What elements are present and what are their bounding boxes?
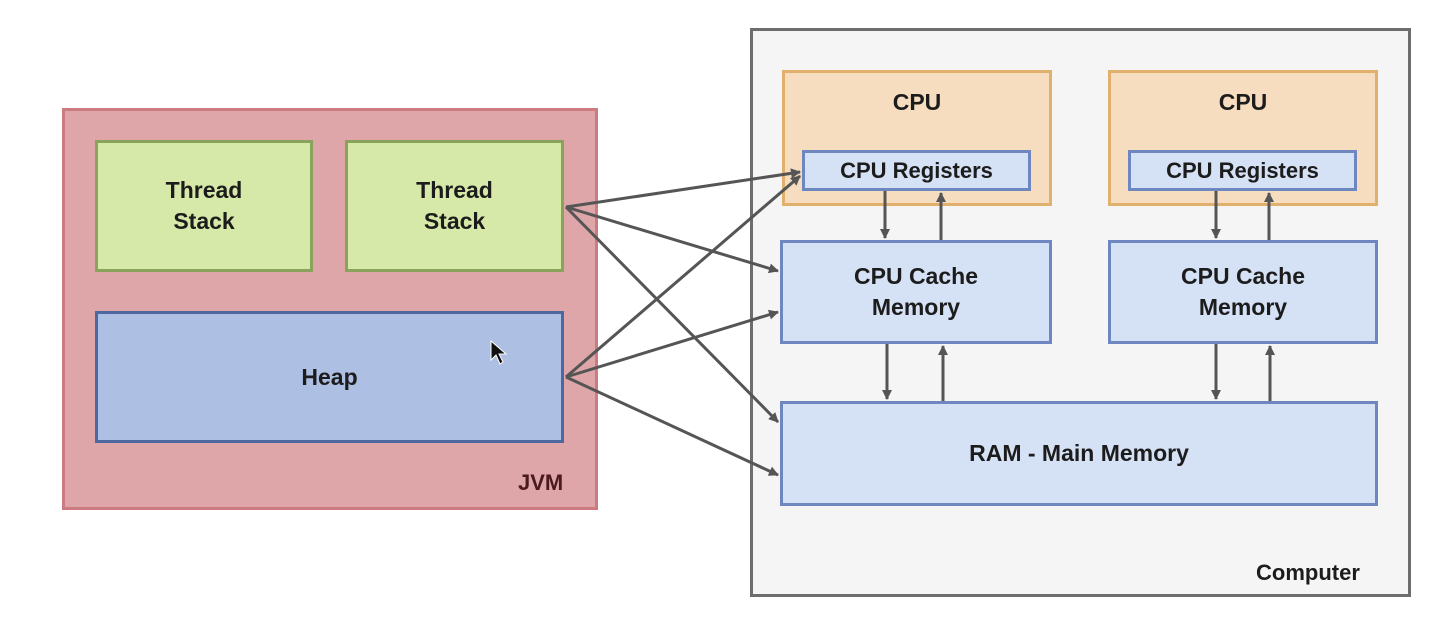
cpu-2-title: CPU (1218, 89, 1268, 115)
cpu-registers-2-label: CPU Registers (1166, 158, 1319, 183)
thread-stack-2-line2: Stack (423, 208, 486, 234)
arrow-thread-stack-to-ram (564, 205, 780, 424)
heap-label: Heap (301, 363, 358, 390)
ram-label: RAM - Main Memory (969, 440, 1189, 466)
thread-stack-1-line1: Thread (165, 177, 243, 203)
cpu-cache-2-line1: CPU Cache (1181, 263, 1305, 289)
mouse-cursor-icon (490, 340, 508, 365)
thread-stack-1-line2: Stack (173, 208, 235, 234)
cpu-registers-1: CPU Registers (802, 150, 1031, 191)
cpu-registers-1-label: CPU Registers (840, 158, 993, 183)
computer-label: Computer (1256, 560, 1360, 585)
cpu-cache-1-line1: CPU Cache (854, 263, 978, 289)
arrow-heap-to-ram (565, 375, 779, 477)
arrow-thread-stack-to-registers (565, 168, 801, 209)
cpu-registers-2: CPU Registers (1128, 150, 1357, 191)
cpu-1-title: CPU (892, 89, 942, 115)
heap: Heap (95, 311, 564, 443)
arrow-heap-to-registers (565, 174, 801, 379)
arrow-thread-stack-to-cache (565, 205, 779, 274)
cpu-cache-2-line2: Memory (1198, 294, 1288, 320)
thread-stack-2-line1: Thread (416, 177, 493, 203)
cpu-cache-1-line2: Memory (871, 294, 961, 320)
ram-main-memory: RAM - Main Memory (780, 401, 1378, 506)
jvm-label: JVM (518, 470, 564, 495)
arrow-heap-to-cache (565, 309, 779, 379)
